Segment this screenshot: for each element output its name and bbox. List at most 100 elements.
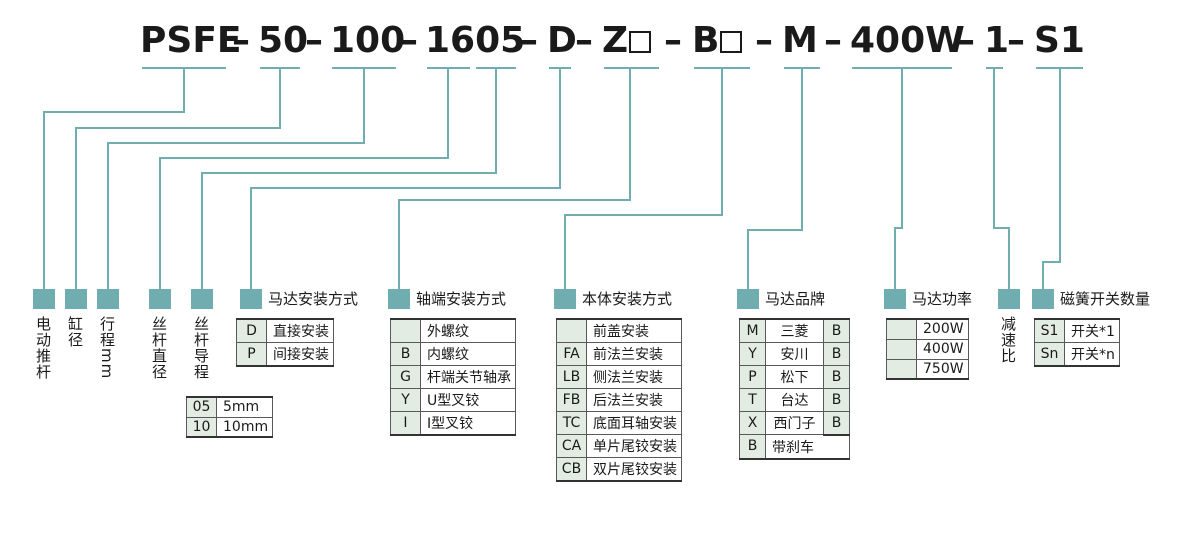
table-row[interactable]: X 西门子 B (739, 411, 850, 436)
cell-brand: 安川 (765, 342, 824, 366)
label-reduction-ratio: 减速比 (999, 316, 1017, 364)
table-row[interactable]: M 三菱 B (739, 318, 850, 343)
cell-code: LB (556, 365, 587, 389)
cell-code (556, 318, 587, 343)
option-box-icon (629, 31, 652, 53)
table-motor-power: 200W 400W 750W (886, 318, 969, 380)
table-row[interactable]: Sn 开关*n (1034, 342, 1120, 367)
table-row[interactable]: TC 底面耳轴安装 (556, 411, 682, 435)
cell-code: P (236, 342, 267, 367)
marker-reed-switch (1032, 289, 1054, 309)
marker-shaft-end-mounting (388, 289, 410, 309)
cell-brand: 台达 (765, 388, 824, 412)
table-row[interactable]: G 杆端关节轴承 (390, 365, 516, 389)
table-row[interactable]: S1 开关*1 (1034, 318, 1120, 343)
model-segment-power: 400W (850, 20, 965, 61)
cell-desc: 前盖安装 (586, 318, 682, 343)
model-number-string: PSFE – 50 – 100 – 1605 – D – Z – B – M –… (0, 18, 1180, 64)
title-motor-mounting: 马达安装方式 (268, 290, 359, 308)
title-reed-switch: 磁簧开关数量 (1060, 290, 1151, 308)
marker-screw-diameter (149, 289, 171, 309)
cell-code: G (390, 365, 421, 389)
cell-desc: 双片尾铰安装 (586, 457, 682, 482)
table-row[interactable]: 750W (886, 358, 969, 380)
model-dash-7: – (755, 20, 773, 61)
label-bore: 缸径 (66, 316, 84, 348)
cell-brand: 西门子 (765, 411, 824, 435)
table-row[interactable]: 前盖安装 (556, 318, 682, 343)
table-row[interactable]: B 内螺纹 (390, 342, 516, 366)
cell-value: 200W (916, 318, 969, 340)
cell-code: CA (556, 434, 587, 458)
marker-body-mounting (554, 289, 576, 309)
table-row[interactable]: B 带刹车 (739, 434, 850, 460)
table-row[interactable]: LB 侧法兰安装 (556, 365, 682, 389)
cell-desc: 后法兰安装 (586, 388, 682, 412)
cell-code: FA (556, 342, 587, 366)
model-segment-body-mount: B (692, 18, 743, 64)
table-row[interactable]: CA 单片尾铰安装 (556, 434, 682, 458)
table-row[interactable]: Y U型叉铰 (390, 388, 516, 412)
cell-desc: I型叉铰 (420, 411, 516, 436)
cell-code: I (390, 411, 421, 436)
cell-brake: B (823, 411, 850, 436)
cell-code: P (739, 365, 766, 389)
cell-code: Y (390, 388, 421, 412)
cell-code (390, 318, 421, 343)
table-row[interactable]: D 直接安装 (236, 318, 334, 343)
table-row[interactable]: 10 10mm (186, 416, 274, 438)
model-segment-shaft-end: Z (602, 18, 652, 64)
marker-motor-brand (737, 289, 759, 309)
model-dash-1: – (232, 20, 250, 61)
cell-code (886, 318, 917, 340)
marker-motor-mounting (240, 289, 262, 309)
marker-actuator (33, 289, 55, 309)
title-body-mounting: 本体安装方式 (582, 290, 673, 308)
cell-code (886, 358, 917, 380)
table-row[interactable]: 200W (886, 318, 969, 340)
table-row[interactable]: Y 安川 B (739, 342, 850, 366)
table-motor-brand: M 三菱 B Y 安川 B P 松下 B T 台达 B X 西门子 B B 带刹… (739, 318, 850, 460)
cell-code: S1 (1034, 318, 1065, 343)
table-body-mounting: 前盖安装 FA 前法兰安装 LB 侧法兰安装 FB 后法兰安装 TC 底面耳轴安… (556, 318, 682, 482)
model-segment-psfe: PSFE (140, 20, 242, 61)
cell-code: CB (556, 457, 587, 482)
table-row[interactable]: I I型叉铰 (390, 411, 516, 436)
cell-desc: 间接安装 (266, 342, 334, 367)
cell-brand: 松下 (765, 365, 824, 389)
cell-value: 750W (916, 358, 969, 380)
cell-code: 05 (186, 396, 217, 418)
table-row[interactable]: T 台达 B (739, 388, 850, 412)
model-segment-brand: M (782, 20, 818, 61)
cell-code: X (739, 411, 766, 435)
cell-desc: 5mm (215, 396, 274, 418)
table-row[interactable]: 400W (886, 338, 969, 360)
cell-desc: 单片尾铰安装 (586, 434, 682, 458)
label-stroke: 行程mm (98, 316, 116, 380)
cell-desc: 开关*n (1064, 342, 1120, 367)
model-dash-2: – (305, 20, 323, 61)
cell-code: B (390, 342, 421, 366)
cell-code: B (739, 434, 766, 460)
table-row[interactable]: FA 前法兰安装 (556, 342, 682, 366)
cell-code: Y (739, 342, 766, 366)
cell-code (886, 338, 917, 360)
model-segment-switch: S1 (1034, 20, 1085, 61)
table-row[interactable]: 05 5mm (186, 396, 274, 418)
cell-desc: 前法兰安装 (586, 342, 682, 366)
table-row[interactable]: CB 双片尾铰安装 (556, 457, 682, 482)
cell-code: T (739, 388, 766, 412)
cell-desc: 10mm (215, 416, 274, 438)
model-dash-10: – (1007, 20, 1025, 61)
table-row[interactable]: 外螺纹 (390, 318, 516, 343)
cell-code: D (236, 318, 267, 343)
cell-desc: U型叉铰 (420, 388, 516, 412)
table-reed-switch: S1 开关*1 Sn 开关*n (1034, 318, 1120, 367)
cell-code: 10 (186, 416, 217, 438)
table-screw-lead: 05 5mm 10 10mm (186, 396, 274, 438)
marker-reduction-ratio (998, 289, 1020, 309)
table-row[interactable]: FB 后法兰安装 (556, 388, 682, 412)
table-row[interactable]: P 松下 B (739, 365, 850, 389)
table-row[interactable]: P 间接安装 (236, 342, 334, 367)
